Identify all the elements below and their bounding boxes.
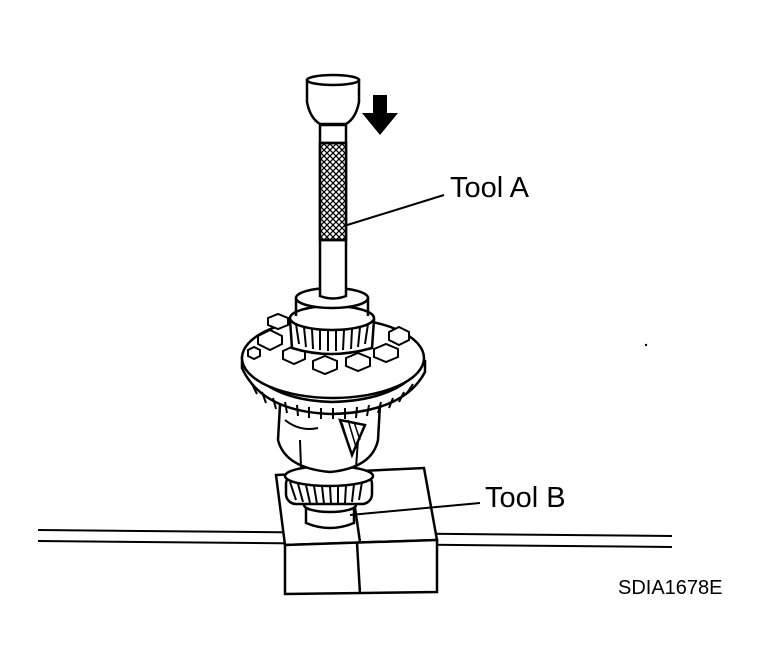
- differential-case: [276, 403, 382, 474]
- tool-a-drift: [305, 73, 361, 300]
- speck: [644, 343, 648, 347]
- figure-code: SDIA1678E: [618, 577, 723, 599]
- callout-leaders: [343, 194, 481, 516]
- tool-b-bearing-replacer: [283, 464, 375, 530]
- tool-a-label: Tool A: [450, 172, 529, 204]
- down-arrow-icon: [362, 95, 398, 135]
- tool-b-label: Tool B: [485, 482, 566, 514]
